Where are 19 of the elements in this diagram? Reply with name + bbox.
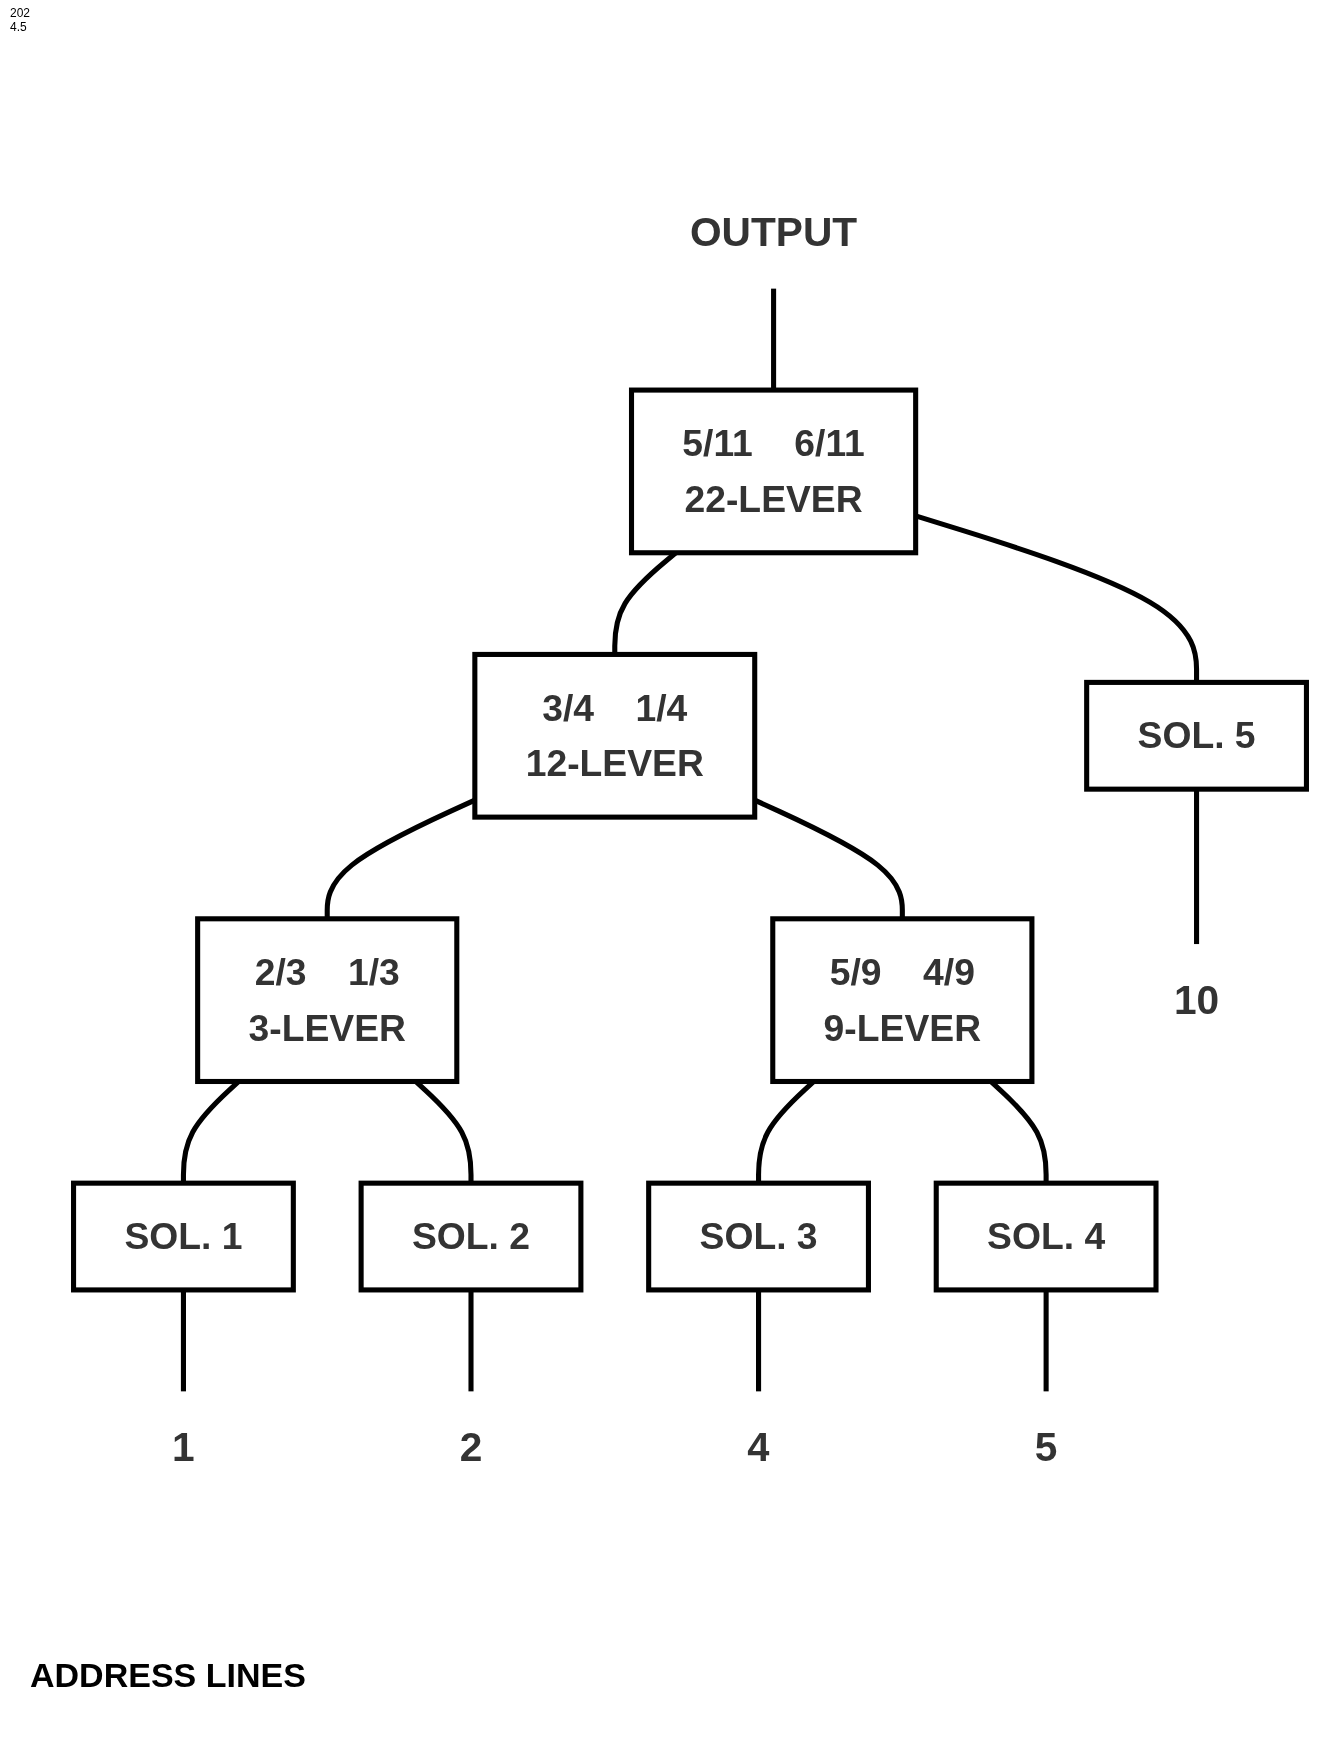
node-text: 5 <box>1034 1423 1058 1470</box>
node-box: 3/4 1/4 12-LEVER <box>472 651 758 820</box>
page-number: 202 <box>10 6 31 20</box>
node-box: 2/3 1/3 3-LEVER <box>195 916 460 1085</box>
node-box: SOL. 4 <box>933 1180 1159 1293</box>
node-text: 2 <box>459 1423 483 1470</box>
node-box: SOL. 1 <box>71 1180 296 1293</box>
node-text: OUTPUT <box>689 208 858 255</box>
node-box: SOL. 2 <box>358 1180 584 1293</box>
node-text: 10 <box>1173 976 1220 1023</box>
node-box: SOL. 3 <box>646 1180 871 1293</box>
node-box: 5/9 4/9 9-LEVER <box>770 916 1035 1085</box>
node-text: 4 <box>747 1423 770 1470</box>
connector <box>1194 789 1200 945</box>
node-box: SOL. 5 <box>1084 679 1309 792</box>
node-box: 5/11 6/11 22-LEVER <box>629 387 919 556</box>
address-lines-caption: ADDRESS LINES <box>30 1656 306 1695</box>
page-number: 4.5 <box>10 20 28 34</box>
node-text: 1 <box>172 1423 195 1470</box>
